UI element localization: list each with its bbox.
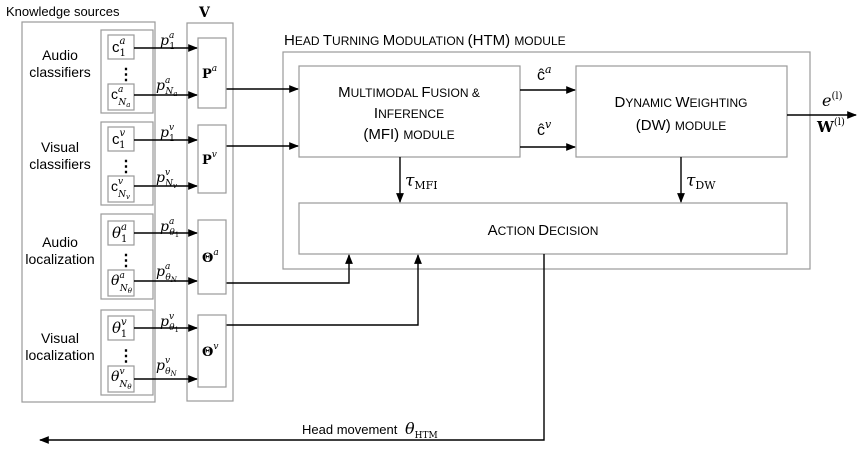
tau-mfi-label: τMFI (405, 171, 438, 192)
matrix-box (197, 124, 227, 194)
source-box-bottom (107, 365, 135, 393)
group-label-line1: Visual (41, 330, 79, 346)
vertical-dots: ⋮ (118, 159, 134, 176)
source-box-top (107, 34, 135, 60)
vertical-dots: ⋮ (118, 253, 134, 270)
v-label: V (198, 5, 211, 21)
head-movement-label: Head movement θHTM (302, 419, 438, 441)
htm-module-title: HEAD TURNING MODULATION (HTM) MODULE (284, 32, 566, 49)
mfi-module-box (298, 65, 521, 158)
group-label-line2: localization (25, 251, 94, 267)
c-hat-v-label: ĉv (537, 118, 552, 139)
matrix-label: Pv (202, 150, 217, 168)
vertical-dots: ⋮ (118, 67, 134, 84)
mfi-line1: MULTIMODAL FUSION & (338, 84, 480, 101)
matrix-box (197, 314, 227, 388)
group-label-line1: Audio (42, 234, 78, 250)
matrix-box (197, 37, 227, 109)
arrow-thetaa-to-action (226, 254, 353, 284)
group-label-line2: classifiers (29, 64, 90, 80)
arrow-head-movement (39, 254, 545, 444)
source-box-bottom (107, 175, 135, 203)
mfi-line2: INFERENCE (374, 105, 444, 122)
matrix-box (197, 219, 227, 295)
matrix-label: Pa (202, 64, 217, 82)
vertical-dots: ⋮ (118, 348, 134, 365)
c-hat-a-label: ĉa (537, 63, 552, 84)
source-box-bottom (107, 269, 135, 297)
tau-dw-label: τDW (686, 171, 716, 192)
output-e-label: e(l) (822, 91, 843, 110)
group-label-line2: classifiers (29, 156, 90, 172)
matrix-label: Θa (202, 248, 219, 266)
source-box-top (107, 126, 135, 152)
matrix-label: Θv (202, 342, 218, 360)
group-label-line1: Visual (41, 139, 79, 155)
group-label-line1: Audio (42, 47, 78, 63)
group-label-line2: localization (25, 347, 94, 363)
action-decision-box (298, 202, 788, 255)
mfi-line3: (MFI) MODULE (363, 126, 454, 143)
knowledge-sources-label: Knowledge sources (6, 4, 120, 19)
dw-module-box (575, 65, 788, 158)
arrow-thetav-to-action (226, 254, 422, 326)
source-box-top (107, 220, 135, 246)
output-w-label: W(l) (816, 117, 845, 136)
dw-line1: DYNAMIC WEIGHTING (614, 94, 747, 111)
action-decision-label: ACTION DECISION (488, 222, 599, 239)
dw-line2: (DW) MODULE (636, 117, 727, 134)
source-box-bottom (107, 83, 135, 111)
